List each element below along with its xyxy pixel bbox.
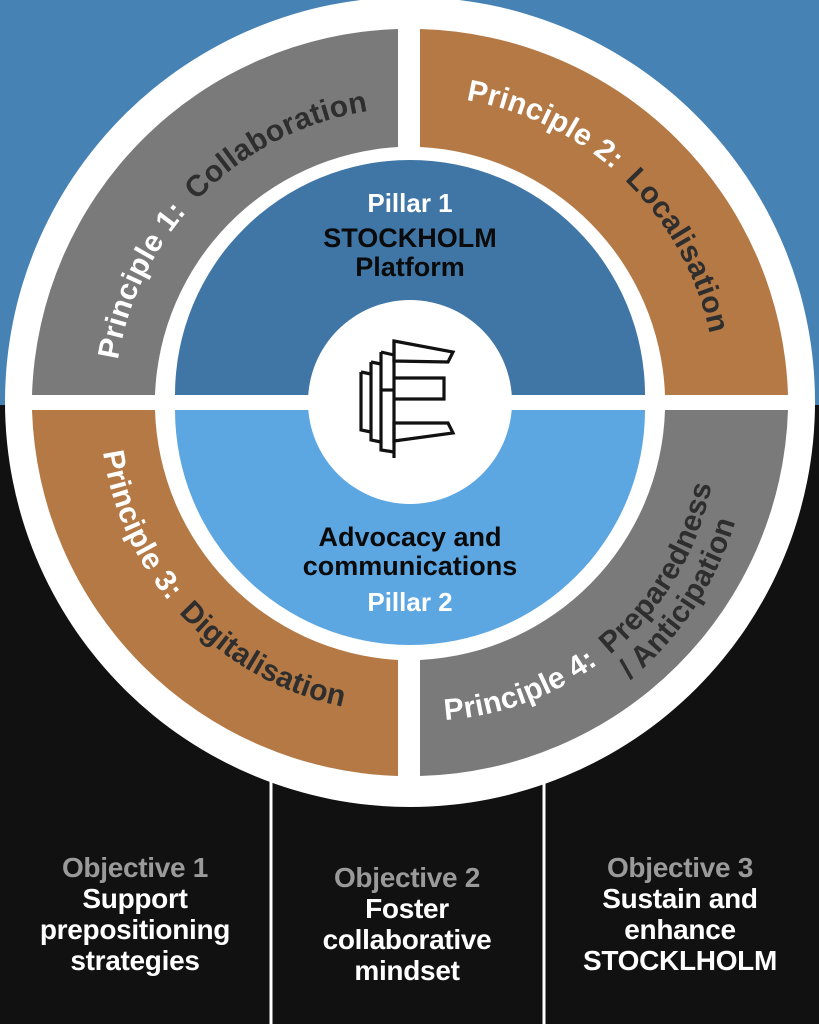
objective-3-line-3: STOCKLHOLM	[582, 945, 778, 976]
stacked-e-logo-icon	[359, 339, 456, 458]
pillar-1-half[interactable]	[175, 160, 645, 395]
pillar-1-title-line1: STOCKHOLM	[323, 223, 497, 253]
objective-3-line-2: enhance	[624, 914, 736, 945]
objective-1-line-2: prepositioning	[39, 914, 231, 945]
objective-1-label: Objective 1	[61, 852, 209, 883]
pillar-1-label: Pillar 1	[367, 188, 452, 218]
objective-2-line-1: Foster	[365, 893, 449, 924]
principle-1-segment[interactable]	[32, 29, 398, 395]
objective-2-line-2: collaborative	[322, 924, 492, 955]
pillar-2-title-line2: communications	[303, 551, 518, 581]
objective-2-line-3: mindset	[354, 955, 460, 986]
principle-4-segment[interactable]	[420, 410, 788, 776]
objective-3: Objective 3 Sustain and enhance STOCKLHO…	[545, 852, 815, 976]
principle-3-segment[interactable]	[32, 410, 398, 776]
objective-3-line-1: Sustain and	[602, 883, 758, 914]
pillar-2-label: Pillar 2	[367, 587, 452, 617]
objective-1: Objective 1 Support prepositioning strat…	[0, 852, 270, 976]
objective-2: Objective 2 Foster collaborative mindset	[272, 862, 542, 986]
objective-2-label: Objective 2	[333, 862, 481, 893]
principle-2-segment[interactable]	[420, 29, 788, 395]
objective-1-line-1: Support	[82, 883, 188, 914]
center-white-circle	[308, 300, 512, 504]
objective-1-line-3: strategies	[70, 945, 200, 976]
pillar-1-title-line2: Platform	[355, 252, 465, 282]
pillar-2-half[interactable]	[175, 410, 645, 645]
objective-3-label: Objective 3	[606, 852, 754, 883]
pillar-2-title-line1: Advocacy and	[318, 522, 501, 552]
